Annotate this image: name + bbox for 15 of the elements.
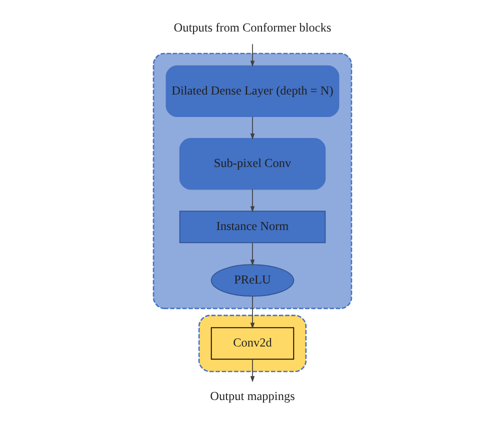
arrow — [250, 116, 254, 140]
arrow — [250, 242, 254, 266]
node-box: Sub-pixel Conv — [178, 138, 326, 190]
arrow — [250, 188, 254, 212]
node-box: Dilated Dense Layer (depth = N) — [165, 65, 339, 118]
node-text: Outputs from Conformer blocks — [173, 20, 331, 34]
arrow — [250, 44, 254, 67]
node-box: Instance Norm — [178, 210, 326, 244]
arrow — [250, 296, 254, 329]
node-text: Output mappings — [210, 389, 294, 404]
node-box: Conv2d — [210, 327, 294, 360]
arrow — [250, 358, 254, 382]
cluster — [198, 314, 306, 372]
node-ellipse: PReLU — [210, 264, 294, 297]
cluster — [152, 52, 352, 310]
